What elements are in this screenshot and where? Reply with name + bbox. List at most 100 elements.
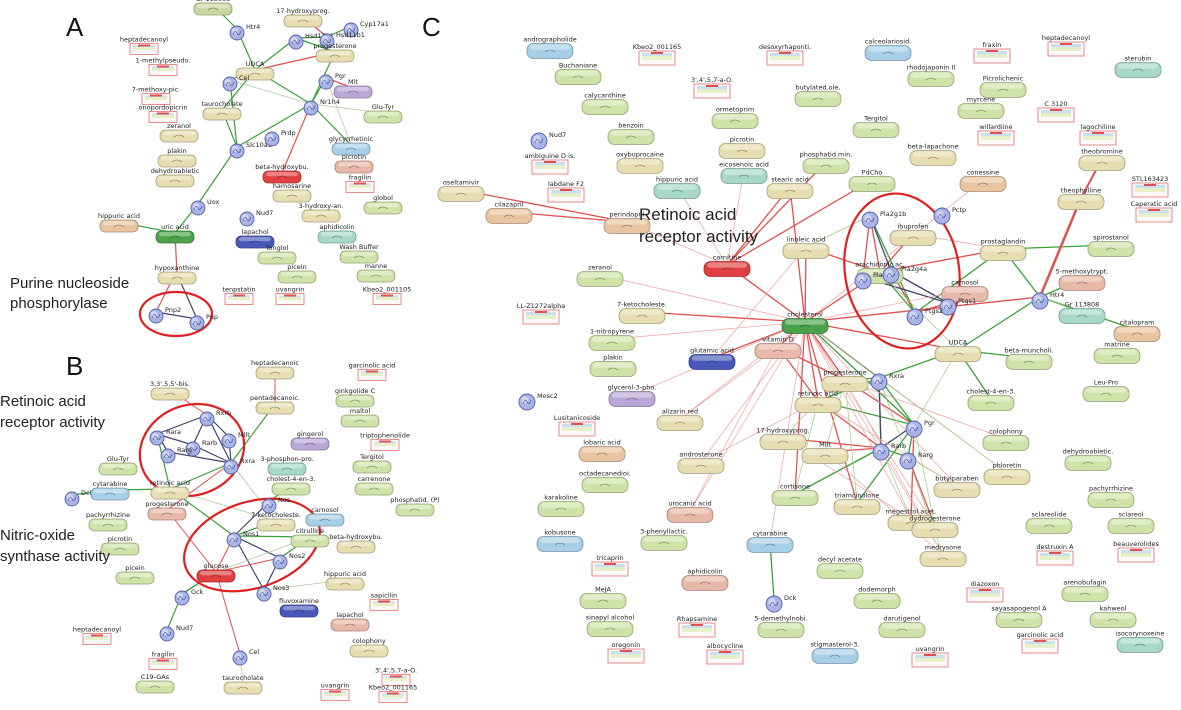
structure-glyph: [224, 438, 234, 444]
structure-glyph: [599, 483, 611, 487]
molecule-pill: [909, 150, 957, 166]
box-band: [551, 193, 581, 197]
structure-glyph: [858, 278, 868, 284]
molecule-pill: [1093, 348, 1141, 364]
structure-glyph: [772, 349, 784, 353]
structure-glyph: [151, 313, 161, 319]
pill-highlight: [857, 594, 897, 600]
structure-glyph: [951, 488, 963, 492]
node-label: 1-nitropyrene: [590, 328, 634, 336]
pill-highlight: [775, 491, 815, 497]
node-label: tenpstatin: [222, 286, 255, 294]
node-3-phosphon-pro-b: 3-phosphon-pro.: [260, 455, 314, 476]
node-myrcene-c: myrcene: [957, 96, 1005, 119]
node-label: cholest-4-en-3.: [967, 388, 1016, 396]
node-label: darutigenol: [883, 615, 920, 623]
node-label: dodemorph: [858, 586, 895, 594]
node-glycyrrhetinic-a: glycyrrhetinic: [329, 135, 374, 156]
node-garcinolic-acid-c: garcinolic acid: [1017, 631, 1063, 654]
node-tergitol-b: Tergitol: [352, 453, 392, 474]
node-label: ambiguine D is.: [525, 152, 576, 160]
pill-highlight: [585, 100, 625, 106]
structure-glyph: [1076, 314, 1088, 318]
node-17-hydroxyprog-c: 17-hydroxyprog.: [756, 427, 810, 450]
structure-glyph: [1107, 618, 1119, 622]
structure-glyph: [104, 492, 116, 496]
pill-highlight: [161, 156, 193, 161]
structure-glyph: [769, 601, 779, 607]
node-pla2g4a-c: Pla2g4a: [882, 265, 927, 284]
structure-glyph: [829, 654, 841, 658]
structure-glyph: [1082, 461, 1094, 465]
node-label: Tergitol: [863, 115, 888, 123]
node-1-nitropyrene-c: 1-nitropyrene: [588, 328, 636, 351]
pill-highlight: [722, 144, 762, 150]
node-zeranol-c: zeranol: [576, 264, 624, 287]
box-mark: [157, 659, 169, 662]
structure-glyph: [882, 51, 894, 55]
pill-highlight: [986, 436, 1026, 442]
structure-glyph: [366, 465, 378, 469]
molecule-pill: [333, 85, 373, 99]
pill-highlight: [592, 336, 632, 342]
node-pnp2-a: Pnp2: [148, 306, 181, 324]
pill-highlight: [681, 459, 721, 465]
node-mllt-c: Mllt: [801, 441, 849, 464]
structure-glyph: [596, 452, 608, 456]
node-heptadecanoyl-c: heptadecanoyl: [1042, 34, 1090, 57]
node-manne-a: manne: [356, 262, 396, 283]
node-cyp17a1-a: Cyp17a1: [343, 20, 389, 38]
node-label: desoxyrhaponti.: [759, 43, 811, 51]
structure-glyph: [363, 649, 375, 653]
box-band: [710, 655, 740, 659]
structure-glyph: [350, 545, 362, 549]
node-lusitanicoside-c: Lusitanicoside: [554, 414, 600, 437]
box-mark: [779, 52, 791, 54]
structure-glyph: [269, 406, 281, 410]
structure-glyph: [347, 90, 359, 94]
node-label: citalopram: [1120, 319, 1155, 327]
node-uvangrin-c: uvangrin: [911, 645, 949, 668]
box-mark: [1060, 43, 1072, 45]
structure-glyph: [937, 213, 947, 219]
node-label: 3',4',5,7-a-O.: [691, 76, 733, 84]
node-label: heptadecanoyl: [73, 626, 121, 634]
node-destruxin-a-c: destruxin A: [1036, 543, 1074, 566]
pill-highlight: [1068, 456, 1108, 462]
node-carnosol-c: carnosol: [941, 279, 989, 302]
node-pachyrrhizine-c: pachyrrhizine: [1087, 485, 1135, 508]
pill-highlight: [367, 203, 399, 208]
pill-highlight: [580, 272, 620, 278]
molecule-pill: [995, 612, 1043, 628]
node-label: oseltamivir: [443, 179, 479, 187]
node-label: Rhapsamine: [677, 615, 717, 623]
structure-glyph: [169, 179, 181, 183]
node-label: 5-methoxytrypt.: [1056, 268, 1109, 276]
node-label: Caperatic acid: [1131, 200, 1178, 208]
molecule-pill: [1089, 612, 1137, 628]
node-label: 7-methoxy-pic.: [132, 86, 181, 94]
node-gr-113808-a: Gr 113808: [193, 0, 233, 16]
node-beta-muncholi-c: beta-muncholi.: [1005, 347, 1053, 370]
node-htr4-a: Htr4: [229, 23, 260, 41]
structure-glyph: [699, 581, 711, 585]
node-hypoxanthine-a: hypoxanthine: [155, 264, 199, 285]
node-label: Nud7: [549, 131, 566, 139]
box-band: [915, 658, 945, 662]
node-label: retinoic acid: [150, 479, 190, 487]
pill-highlight: [329, 579, 361, 584]
node-taurocholate-a: taurocholate: [201, 100, 243, 121]
node-7-ketocholeste-c: 7-ketocholeste.: [617, 301, 667, 324]
node-label: glycerol-3-pho.: [608, 384, 657, 392]
node-picrolichenic-c: Picrolichenic: [979, 75, 1027, 98]
node-label: vitamin D: [762, 336, 794, 344]
node-benzoin-c: benzoin: [607, 122, 655, 145]
node-label: lapachol: [336, 611, 364, 619]
molecule-pill: [159, 129, 199, 143]
node-darutigenol-c: darutigenol: [878, 615, 926, 638]
structure-glyph: [910, 314, 920, 320]
node-glu-tyr-a: Glu-Tyr: [363, 103, 403, 124]
pill-highlight: [590, 622, 630, 628]
node-7-ketocholeste-b: 7-ketocholeste.: [251, 511, 301, 532]
node-matrine-c: matrine: [1093, 341, 1141, 364]
